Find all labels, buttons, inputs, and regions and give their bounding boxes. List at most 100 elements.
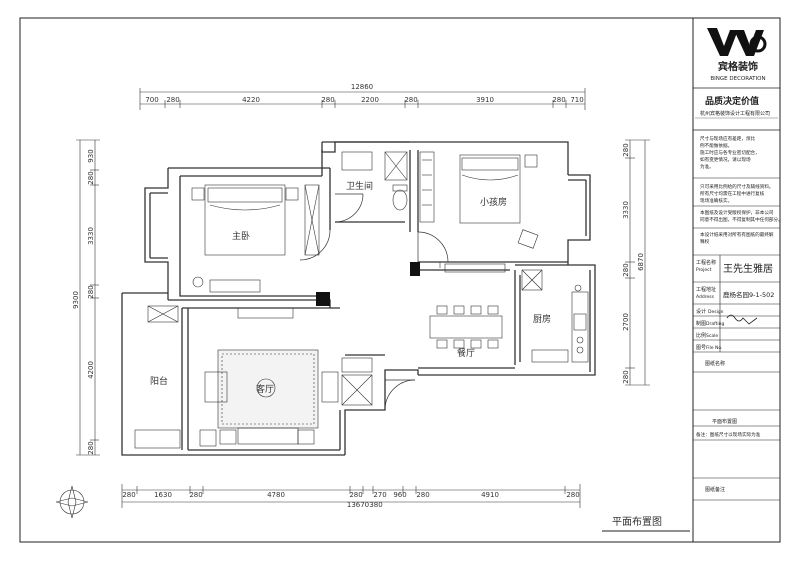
dim-top-seg: 700 (145, 96, 158, 104)
dim-bottom-total: 13670 (347, 501, 369, 509)
dim-right-seg: 280 (622, 143, 630, 156)
dim-bottom-seg: 280 (189, 491, 202, 499)
dim-bottom-seg: 4910 (481, 491, 499, 499)
project-name: 王先生雅居 (723, 262, 773, 275)
room-label-bathroom: 卫生间 (346, 180, 373, 192)
room-label-living: 客厅 (256, 383, 274, 395)
dim-right-seg: 3330 (622, 201, 630, 219)
note-line: 只可采用比例给的尺寸及辅线资料。 (700, 183, 774, 190)
bottom-dimensions (121, 484, 581, 508)
dim-bottom-seg: 280 (566, 491, 579, 499)
room-label-dining: 餐厅 (457, 347, 475, 359)
drawing-title: 平面布置图 (602, 516, 690, 532)
bottom-dimension-labels: 280 1630 280 4780 280 270 960 280 4910 2… (122, 491, 579, 509)
drawing-title-text: 平面布置图 (612, 516, 662, 528)
info-grid (693, 254, 780, 501)
kids-bed (439, 154, 539, 273)
living-furniture (204, 307, 373, 445)
dim-top-seg: 280 (552, 96, 565, 104)
designer-signature (726, 314, 758, 325)
dim-left-seg: 280 (87, 171, 95, 184)
notes-block-4: 本设计纸采用对所有有图纸的最终解 释权 (700, 231, 774, 245)
room-label-balcony: 阳台 (150, 375, 168, 387)
scale-label-en: Scale (706, 333, 718, 339)
structural-columns (316, 262, 420, 306)
dim-top-seg: 280 (166, 96, 179, 104)
company-name-en: BINGE DECORATION (710, 76, 765, 82)
dim-top-seg: 280 (404, 96, 417, 104)
dim-bottom-extra: 380 (369, 501, 382, 509)
dim-left-seg: 4200 (87, 361, 95, 379)
walls (121, 141, 596, 456)
note-line: 如有变更情况，请以现场 (700, 156, 751, 163)
dining-set (429, 305, 503, 349)
dim-bottom-seg: 280 (122, 491, 135, 499)
project-label-en: Project (696, 267, 712, 273)
dim-right-seg: 280 (622, 263, 630, 276)
address-label-en: Address (696, 294, 715, 300)
dim-left-seg: 3330 (87, 227, 95, 245)
floor-plan (55, 88, 650, 519)
company-logo (707, 28, 767, 56)
notes-block-3: 本图纸及设计受版权保护，非本公司 同意不得出图，不得复制其中任何部分。 (700, 209, 783, 223)
company-full-name: 杭州宾格装饰设计工程有限公司 (700, 110, 770, 117)
dim-left-seg: 930 (87, 149, 95, 162)
sheet-border (19, 17, 781, 543)
dim-top-seg: 4220 (242, 96, 260, 104)
note-line: 本图纸及设计受版权保护，非本公司 (700, 209, 774, 216)
note-line: 施工时应与各专业密切配合， (700, 149, 760, 156)
dim-top-seg: 710 (570, 96, 583, 104)
notes-block: 尺寸与现场应有差距，烦比 例不能做依据。 施工时应与各专业密切配合， 如有变更情… (700, 135, 760, 170)
address-value: 鹿杨名园9-1-502 (723, 290, 774, 299)
note-line: 为准。 (700, 163, 714, 170)
left-dimension-labels: 9300 930 280 3330 280 4200 280 (72, 149, 95, 454)
dim-top-seg: 280 (321, 96, 334, 104)
master-bed (191, 184, 299, 293)
left-dimensions (76, 139, 100, 456)
wardrobes (304, 151, 435, 256)
room-label-kitchen: 厨房 (533, 313, 551, 325)
sheet-value: 平面布置图 (712, 418, 737, 425)
room-labels: 主卧 卫生间 小孩房 餐厅 厨房 客厅 阳台 (150, 180, 551, 395)
sheet-label: 图纸名称 (705, 360, 725, 367)
dim-left-seg: 280 (87, 441, 95, 454)
design-label: 设计 (696, 308, 706, 315)
room-label-kids: 小孩房 (480, 196, 507, 208)
company-name-cn: 宾格装饰 (718, 60, 758, 73)
doors (299, 193, 449, 411)
balcony-cabinets (134, 305, 217, 449)
dim-top-total: 12860 (351, 83, 373, 91)
dim-bottom-seg: 960 (393, 491, 406, 499)
dim-top-seg: 2200 (361, 96, 379, 104)
note-line: 所有尺寸均需在工程中进行复核 (700, 190, 765, 197)
scale-label: 比例 (696, 332, 706, 339)
address-label: 工程地址 (696, 286, 716, 293)
bathroom-fixtures (341, 151, 408, 211)
note-line: 同意不得出图，不得复制其中任何部分。 (700, 216, 783, 223)
top-dimensions (139, 88, 586, 110)
dim-bottom-seg: 280 (349, 491, 362, 499)
drafting-label-en: Drafting (706, 321, 724, 327)
project-label: 工程名称 (696, 259, 716, 266)
stamp-label: 图纸备注 (705, 486, 725, 493)
dim-bottom-seg: 1630 (154, 491, 172, 499)
dim-top-seg: 3910 (476, 96, 494, 104)
note-line: 尺寸与现场应有差距，烦比 (700, 135, 756, 142)
note-line: 例不能做依据。 (700, 142, 732, 149)
room-label-master: 主卧 (232, 230, 250, 242)
note-line: 释权 (700, 238, 710, 245)
design-label-en: Design (708, 309, 724, 315)
dim-right-total: 6870 (637, 253, 645, 271)
dim-bottom-seg: 280 (416, 491, 429, 499)
right-dimension-labels: 6870 280 3330 280 2700 280 (622, 143, 645, 383)
notes-block-2: 只可采用比例给的尺寸及辅线资料。 所有尺寸均需在工程中进行复核 现场准确核实。 (700, 183, 774, 204)
fileno-label: 图号 (696, 345, 706, 351)
dim-bottom-seg: 270 (373, 491, 386, 499)
fileno-label-en: File No. (706, 345, 722, 351)
dim-right-seg: 2700 (622, 313, 630, 331)
note-line: 本设计纸采用对所有有图纸的最终解 (700, 231, 774, 238)
slogan: 品质决定价值 (705, 95, 759, 107)
dim-bottom-seg: 4780 (267, 491, 285, 499)
dim-left-seg: 280 (87, 285, 95, 298)
